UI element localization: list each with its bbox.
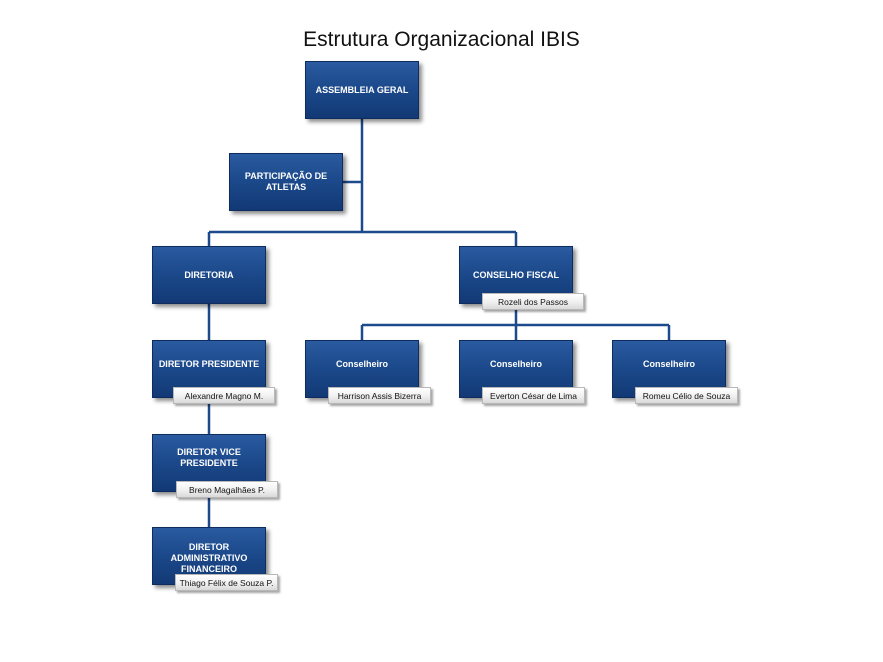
tag-diretor-presidente-person: Alexandre Magno M.: [173, 387, 275, 404]
tag-diretor-administrativo-person: Thiago Félix de Souza P.: [175, 574, 278, 591]
tag-conselheiro-2-person: Everton César de Lima: [482, 387, 585, 404]
tag-conselho-fiscal-person: Rozeli dos Passos: [482, 293, 584, 310]
tag-diretor-administrativo-person-text: Thiago Félix de Souza P.: [179, 577, 274, 588]
tag-diretor-vice-person: Breno Magalhães P.: [176, 481, 278, 498]
node-assembleia-geral[interactable]: ASSEMBLEIA GERAL: [305, 61, 419, 119]
node-conselheiro-1-label: Conselheiro: [335, 358, 388, 369]
tag-diretor-presidente-person-text: Alexandre Magno M.: [184, 390, 264, 401]
tag-conselheiro-3-person: Romeu Célio de Souza: [635, 387, 738, 404]
node-assembleia-geral-label: ASSEMBLEIA GERAL: [315, 84, 409, 95]
node-diretor-presidente-label: DIRETOR PRESIDENTE: [158, 358, 260, 369]
node-diretor-vice-presidente-label: DIRETOR VICE PRESIDENTE: [177, 447, 241, 468]
tag-conselho-fiscal-person-text: Rozeli dos Passos: [498, 296, 568, 307]
chart-title: Estrutura Organizacional IBIS: [303, 28, 580, 51]
node-diretor-administrativo-label: DIRETOR ADMINISTRATIVO FINANCEIRO: [170, 542, 248, 574]
node-conselho-fiscal-label: CONSELHO FISCAL: [472, 269, 559, 280]
node-conselheiro-2-label: Conselheiro: [489, 358, 542, 369]
node-diretoria-label: DIRETORIA: [184, 269, 234, 280]
tag-conselheiro-1-person: Harrison Assis Bizerra: [328, 387, 431, 404]
tag-conselheiro-3-person-text: Romeu Célio de Souza: [642, 390, 731, 401]
tag-diretor-vice-person-text: Breno Magalhães P.: [189, 484, 265, 495]
node-conselheiro-3-label: Conselheiro: [642, 358, 695, 369]
node-participacao-atletas[interactable]: PARTICIPAÇÃO DE ATLETAS: [229, 153, 343, 211]
node-participacao-atletas-label: PARTICIPAÇÃO DE ATLETAS: [244, 171, 328, 192]
tag-conselheiro-2-person-text: Everton César de Lima: [490, 390, 577, 401]
tag-conselheiro-1-person-text: Harrison Assis Bizerra: [337, 390, 422, 401]
node-diretoria[interactable]: DIRETORIA: [152, 246, 266, 304]
